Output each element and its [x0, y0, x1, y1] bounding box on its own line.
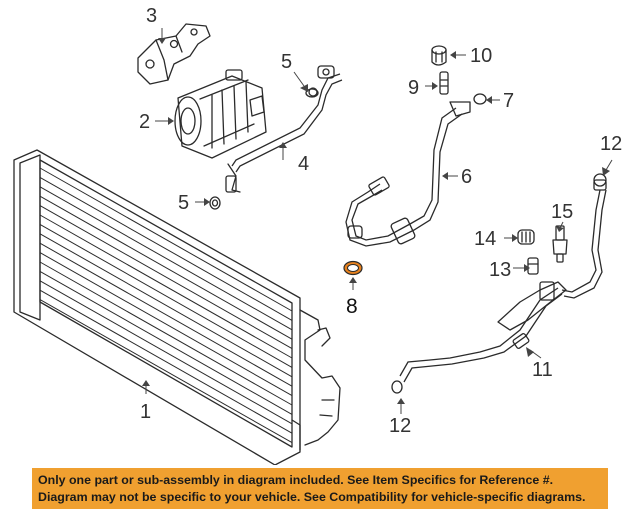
o-ring-part-12-upper	[593, 173, 607, 187]
bracket-part-3	[137, 23, 211, 85]
condenser-fin	[39, 223, 293, 368]
valve-part-13	[527, 257, 539, 275]
callout-13: 13	[489, 259, 511, 281]
callout-1: 1	[140, 401, 151, 423]
callout-3: 3	[146, 5, 157, 27]
o-ring-part-7	[473, 93, 487, 105]
callout-10: 10	[470, 45, 492, 67]
callout-9: 9	[408, 77, 419, 99]
seal-part-8-highlighted	[343, 260, 363, 276]
callout-12-lower: 12	[389, 415, 411, 437]
suction-line-part-6	[345, 101, 471, 247]
callout-4: 4	[298, 153, 309, 175]
condenser-fin	[39, 261, 293, 406]
sensor-part-15	[552, 225, 568, 263]
condenser-fin	[39, 214, 293, 359]
callout-5-lower: 5	[178, 192, 189, 214]
callout-8: 8	[346, 295, 358, 318]
callout-11: 11	[532, 359, 553, 381]
disclaimer-line-1: Only one part or sub-assembly in diagram…	[38, 473, 554, 487]
callout-7: 7	[503, 90, 514, 112]
cap-part-14	[517, 229, 535, 245]
condenser-fin	[39, 252, 293, 397]
callout-14: 14	[474, 228, 496, 250]
condenser-fin	[39, 242, 293, 387]
condenser-fin	[39, 233, 293, 378]
callout-12-upper: 12	[600, 133, 622, 155]
disclaimer-line-2: Diagram may not be specific to your vehi…	[38, 490, 586, 504]
valve-core-part-9	[439, 71, 449, 95]
condenser-fin	[39, 289, 293, 434]
condenser-fin	[39, 270, 293, 415]
callout-2: 2	[139, 111, 150, 133]
disclaimer-banner: Only one part or sub-assembly in diagram…	[32, 468, 608, 509]
condenser-fin	[39, 205, 293, 350]
condenser-fin	[39, 280, 293, 425]
o-ring-part-12-lower	[391, 380, 403, 394]
discharge-line-part-4	[225, 65, 343, 193]
callout-5-upper: 5	[281, 51, 292, 73]
pipe-part-12	[561, 179, 607, 299]
condenser-fin	[39, 186, 293, 331]
o-ring-part-5-upper	[305, 88, 319, 98]
o-ring-part-5-lower	[209, 196, 221, 210]
condenser-fin	[39, 176, 293, 321]
condenser-part-1	[13, 149, 341, 465]
condenser-fin	[39, 195, 293, 340]
liquid-line-part-11	[399, 281, 567, 383]
condenser-fin	[39, 299, 293, 444]
compressor-part-2	[174, 69, 267, 159]
callout-15: 15	[551, 201, 573, 223]
parts-diagram: 1 2 3 4 5 5 6 7 8 9 10 11 12 12 13 14 15	[13, 5, 622, 465]
condenser-fin	[39, 167, 293, 312]
leader-lines	[142, 28, 613, 414]
service-cap-part-10	[431, 45, 447, 66]
callout-6: 6	[461, 166, 472, 188]
